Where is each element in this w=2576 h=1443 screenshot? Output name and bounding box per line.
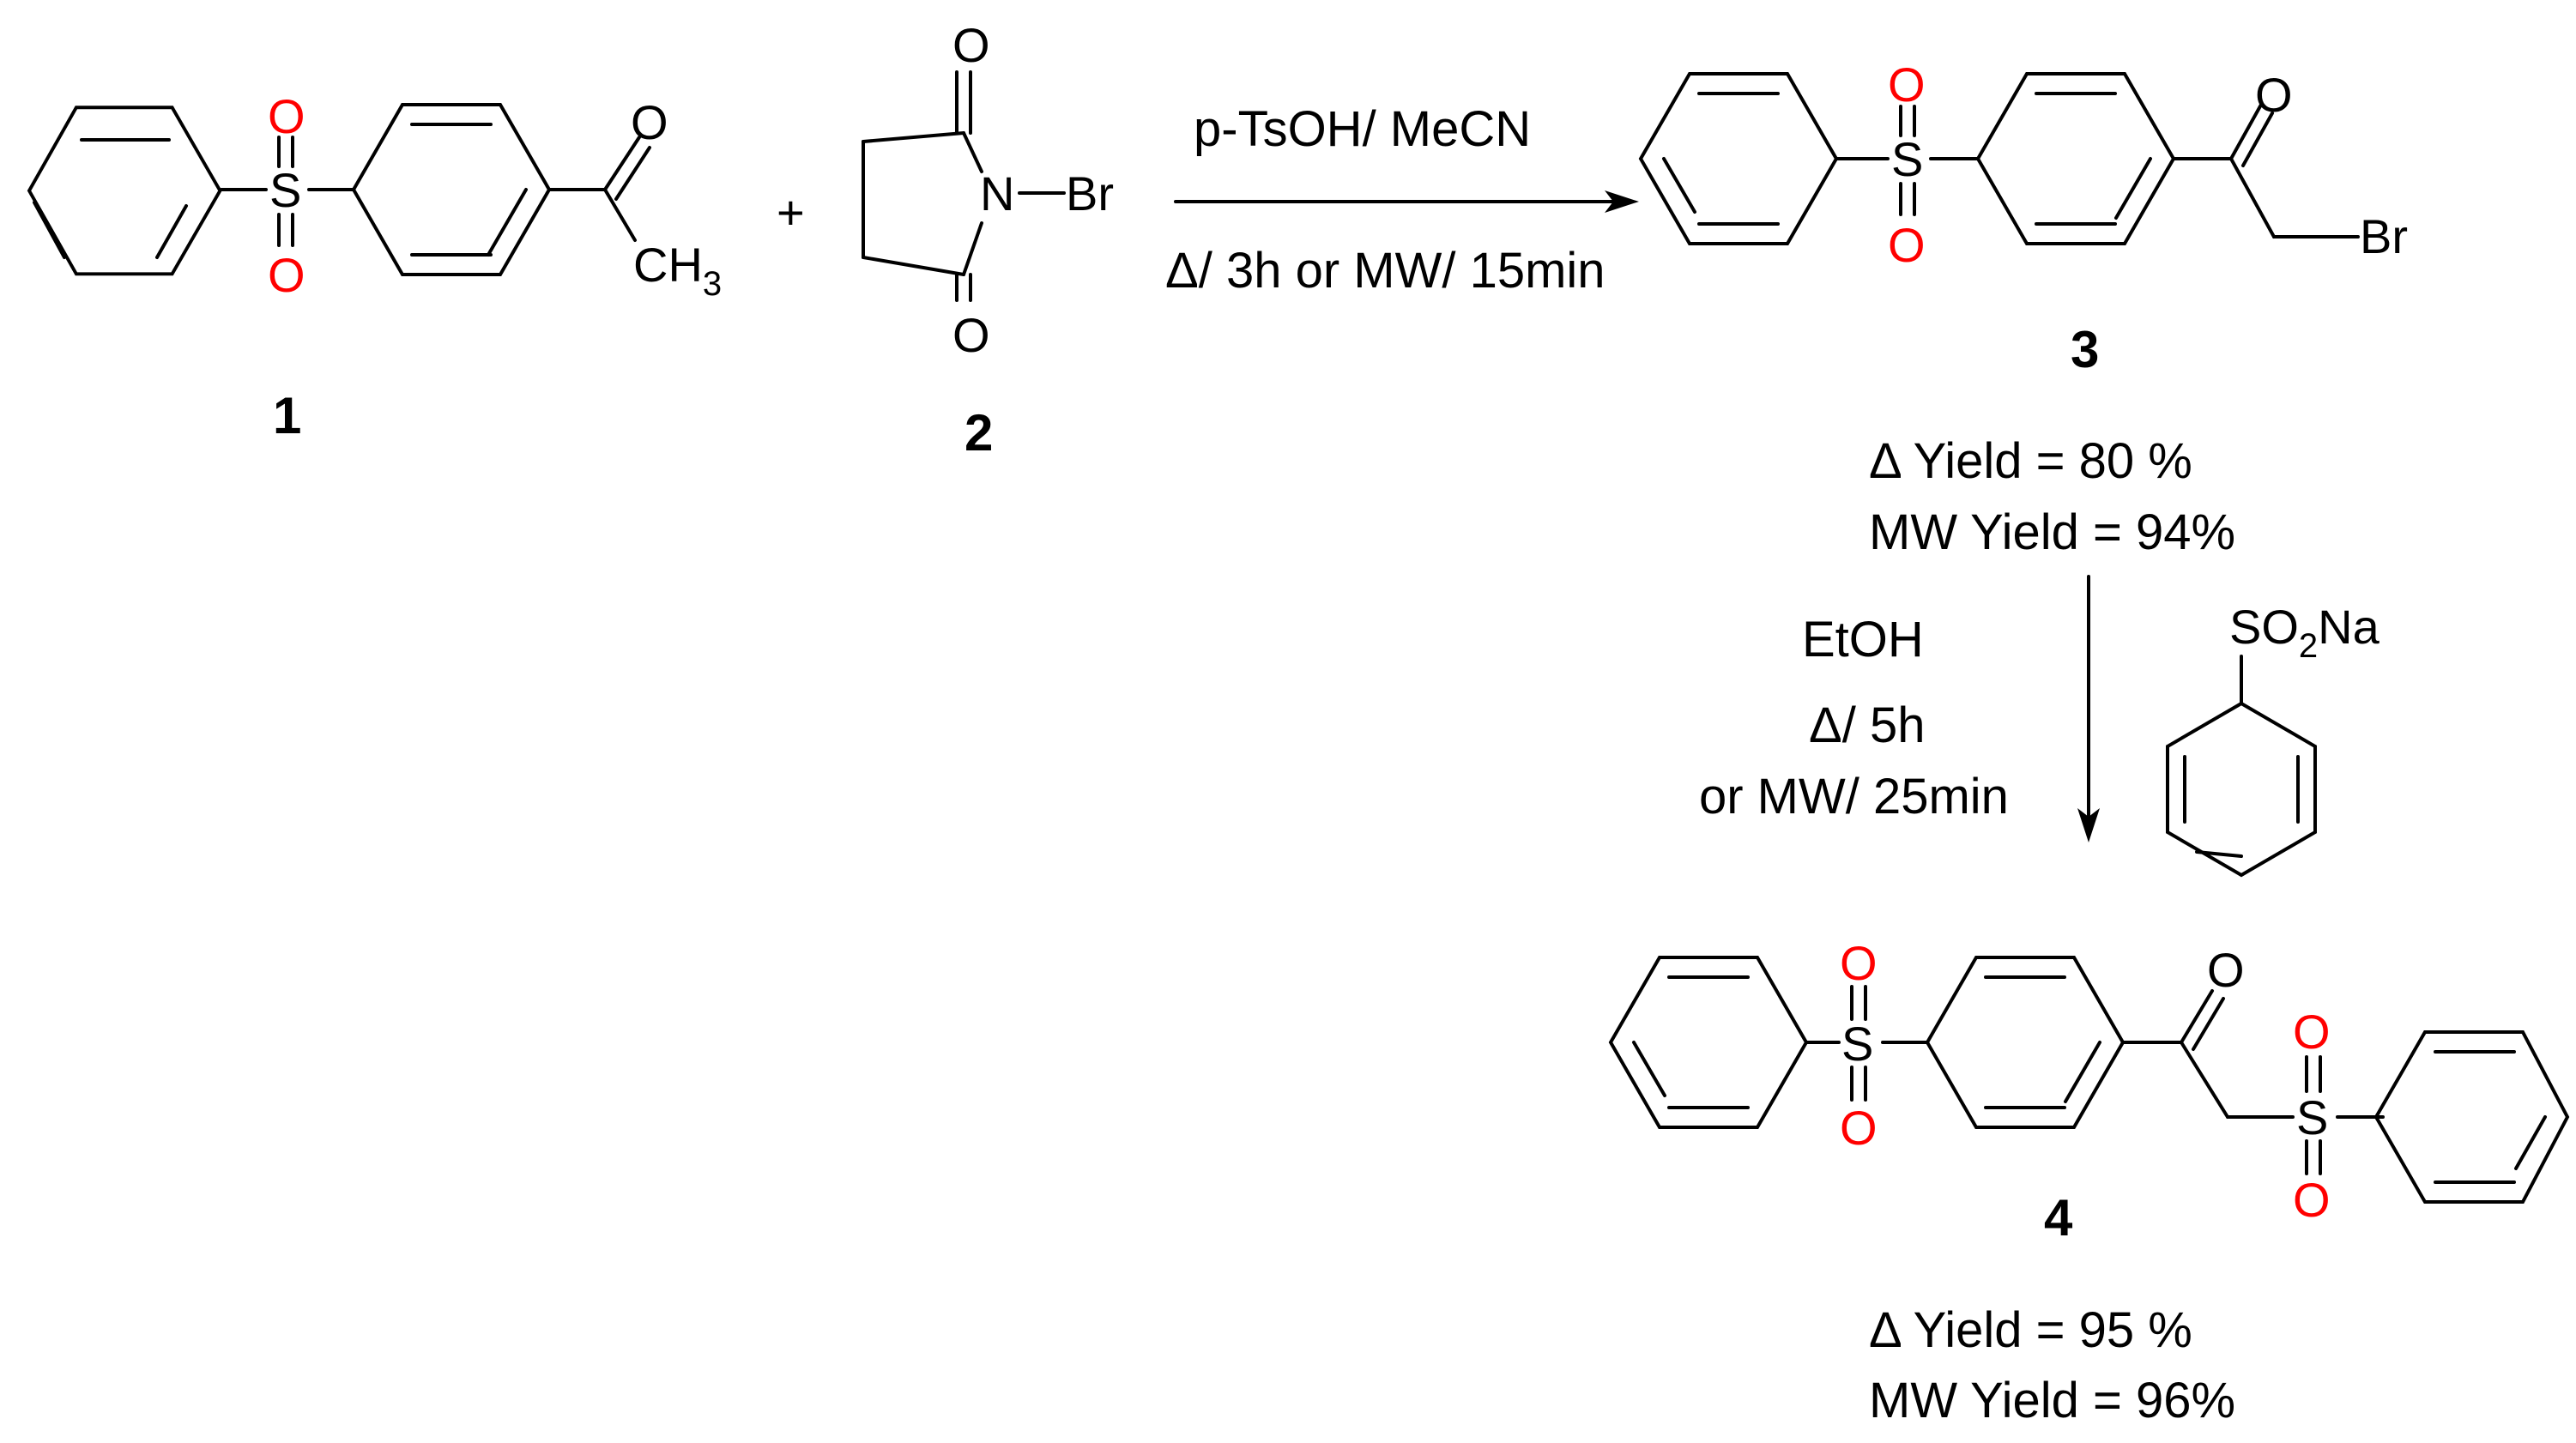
compound-3-bromine: Br [2360,209,2408,263]
compound-2-label: 2 [964,404,993,462]
step-2: EtOH Δ/ 5h or MW/ 25min SO2Na [1699,575,2380,878]
compound-2-oxygen-bottom: O [952,308,990,362]
step-2-solvent: EtOH [1802,612,1924,667]
compound-3-sulfur: S [1891,132,1923,186]
compound-1-sulfur: S [269,163,301,217]
step-2-conditions-mw: or MW/ 25min [1699,769,2009,824]
compound-4-sulfur-1: S [1841,1017,1873,1071]
step-1-arrowhead [1605,190,1639,213]
step-1-conditions: Δ/ 3h or MW/ 15min [1165,243,1605,299]
step-2-reagent-structure: SO2Na [2166,600,2380,878]
compound-4-bond [2192,997,2225,1051]
compound-2: O N Br O 2 [862,18,1114,462]
compound-1-oxygen-bottom: O [268,248,305,302]
compound-3-yield-mw: MW Yield = 94% [1869,504,2235,560]
compound-1-bond [603,136,641,191]
step-1: p-TsOH/ MeCN Δ/ 3h or MW/ 15min [1165,101,1639,299]
compound-4-label: 4 [2044,1189,2073,1247]
compound-3-yield-heat: Δ Yield = 80 % [1869,433,2192,489]
compound-3-bond [2229,103,2263,160]
compound-1-phenyl-ring [27,106,222,276]
plus-sign: + [777,185,805,239]
compound-4-sulfur-2: S [2296,1090,2328,1144]
compound-4-s2-oxygen-top: O [2293,1005,2331,1059]
step-2-reagent-phenyl-ring [2166,701,2317,878]
compound-1-aryl-ring [351,103,552,276]
step-1-reagent: p-TsOH/ MeCN [1194,101,1531,157]
step-2-conditions-heat: Δ/ 5h [1809,697,1925,753]
compound-1-bond [603,188,637,242]
compound-1-keto-oxygen: O [631,95,668,149]
compound-3-aryl-ring [1975,72,2176,245]
compound-1-methyl: CH3 [633,238,722,303]
compound-2-bond [862,131,965,143]
compound-4-bond [2180,1041,2229,1119]
compound-2-bond [962,221,983,276]
compound-2-bond [862,256,965,276]
compound-1: S O O O CH3 1 [27,89,722,444]
compound-4: S O O O S O O 4 Δ [1608,936,2570,1428]
compound-4-phenyl-ring-left [1608,956,1809,1129]
compound-2-bromine: Br [1066,166,1114,220]
compound-4-s2-oxygen-bottom: O [2293,1173,2331,1227]
compound-3-oxygen-top: O [1888,57,1926,112]
compound-4-s1-oxygen-bottom: O [1840,1101,1878,1155]
compound-1-oxygen-top: O [268,89,305,143]
compound-4-aryl-ring [1925,956,2126,1129]
compound-2-oxygen-top: O [952,18,990,72]
compound-1-label: 1 [273,387,301,444]
compound-2-nitrogen: N [980,166,1014,220]
compound-2-bond [962,131,983,173]
compound-4-bond [2180,989,2214,1044]
compound-3-oxygen-bottom: O [1888,218,1926,272]
compound-4-keto-oxygen: O [2207,943,2245,997]
compound-3: S O O O Br 3 Δ Yield = 80 % MW Yield = 9… [1638,57,2408,560]
compound-3-bond [2229,157,2276,238]
compound-1-bond [614,146,651,201]
compound-4-yield-heat: Δ Yield = 95 % [1869,1302,2192,1358]
compound-3-label: 3 [2071,321,2099,378]
step-2-arrowhead [2077,808,2100,842]
compound-4-phenyl-ring-right [2373,1030,2570,1204]
compound-3-keto-oxygen: O [2255,68,2293,122]
step-2-reagent-formula: SO2Na [2229,600,2380,665]
compound-3-phenyl-ring [1638,72,1839,245]
compound-4-s1-oxygen-top: O [1840,936,1878,990]
compound-4-yield-mw: MW Yield = 96% [1869,1373,2235,1428]
compound-3-bond [2241,112,2274,167]
